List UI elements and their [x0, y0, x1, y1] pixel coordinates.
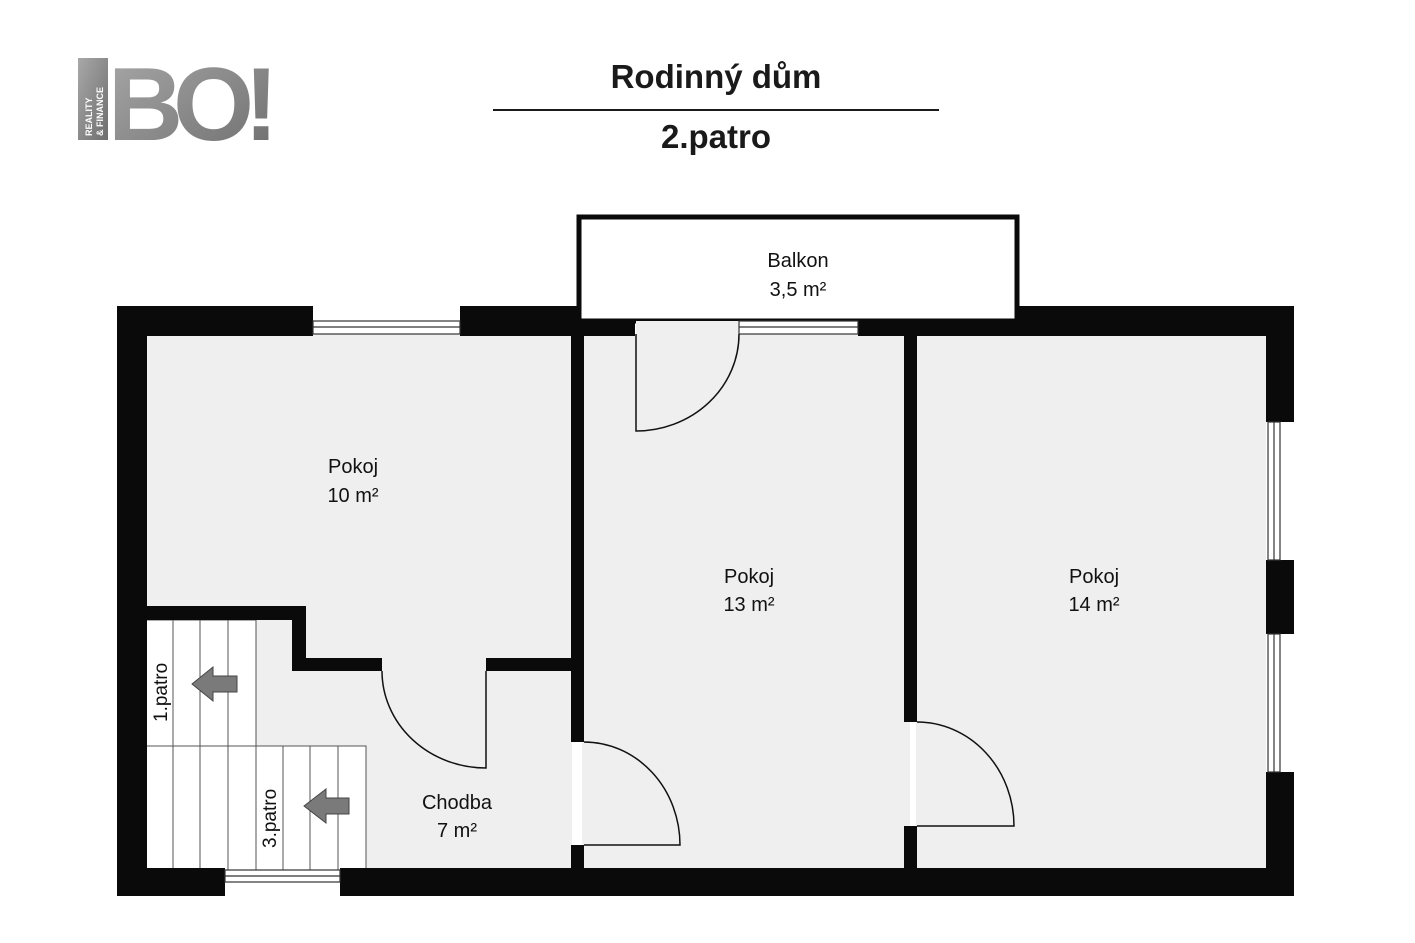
door-swings	[381, 333, 1015, 846]
pokoj-right-name: Pokoj	[1069, 566, 1119, 588]
balkon-area: 3,5 m²	[770, 279, 827, 301]
company-logo: REALITY & FINANCE BO!	[78, 47, 368, 166]
logo-graphic: REALITY & FINANCE BO!	[78, 47, 279, 163]
pokoj-middle-name: Pokoj	[724, 566, 774, 588]
logo-tagline-2: & FINANCE	[95, 87, 105, 136]
balcony-door-opening	[636, 321, 739, 335]
interior-walls	[146, 334, 917, 870]
pokoj-right-area: 14 m²	[1068, 594, 1119, 616]
stairs-down-arrow-icon	[191, 665, 238, 703]
page-title: Rodinný dům	[610, 58, 822, 95]
balcony-outline	[576, 214, 1020, 324]
exterior-walls	[117, 306, 1294, 896]
logo-tagline-block	[78, 58, 108, 140]
floor-fill-right	[916, 334, 1266, 870]
logo-letters: BO!	[108, 56, 269, 163]
left-room-door-swing	[381, 670, 487, 769]
staircase	[145, 619, 367, 871]
stairs-up-arrow-icon	[303, 787, 350, 825]
title-divider	[493, 109, 939, 111]
middle-room-door-swing	[583, 741, 681, 846]
chodba-area: 7 m²	[437, 820, 477, 842]
balkon-name: Balkon	[767, 250, 828, 272]
chodba-name: Chodba	[422, 792, 493, 814]
logo-tagline-1: REALITY	[84, 97, 94, 136]
pokoj-left-area: 10 m²	[327, 485, 378, 507]
stairs-down-label: 1.patro	[151, 663, 172, 722]
right-room-door-swing	[916, 721, 1015, 827]
stairs-up-label: 3.patro	[260, 789, 281, 848]
balcony-door-swing	[635, 333, 740, 432]
windows	[224, 320, 1281, 883]
pokoj-left-name: Pokoj	[328, 456, 378, 478]
pokoj-middle-area: 13 m²	[723, 594, 774, 616]
floor-label: 2.patro	[660, 118, 772, 155]
